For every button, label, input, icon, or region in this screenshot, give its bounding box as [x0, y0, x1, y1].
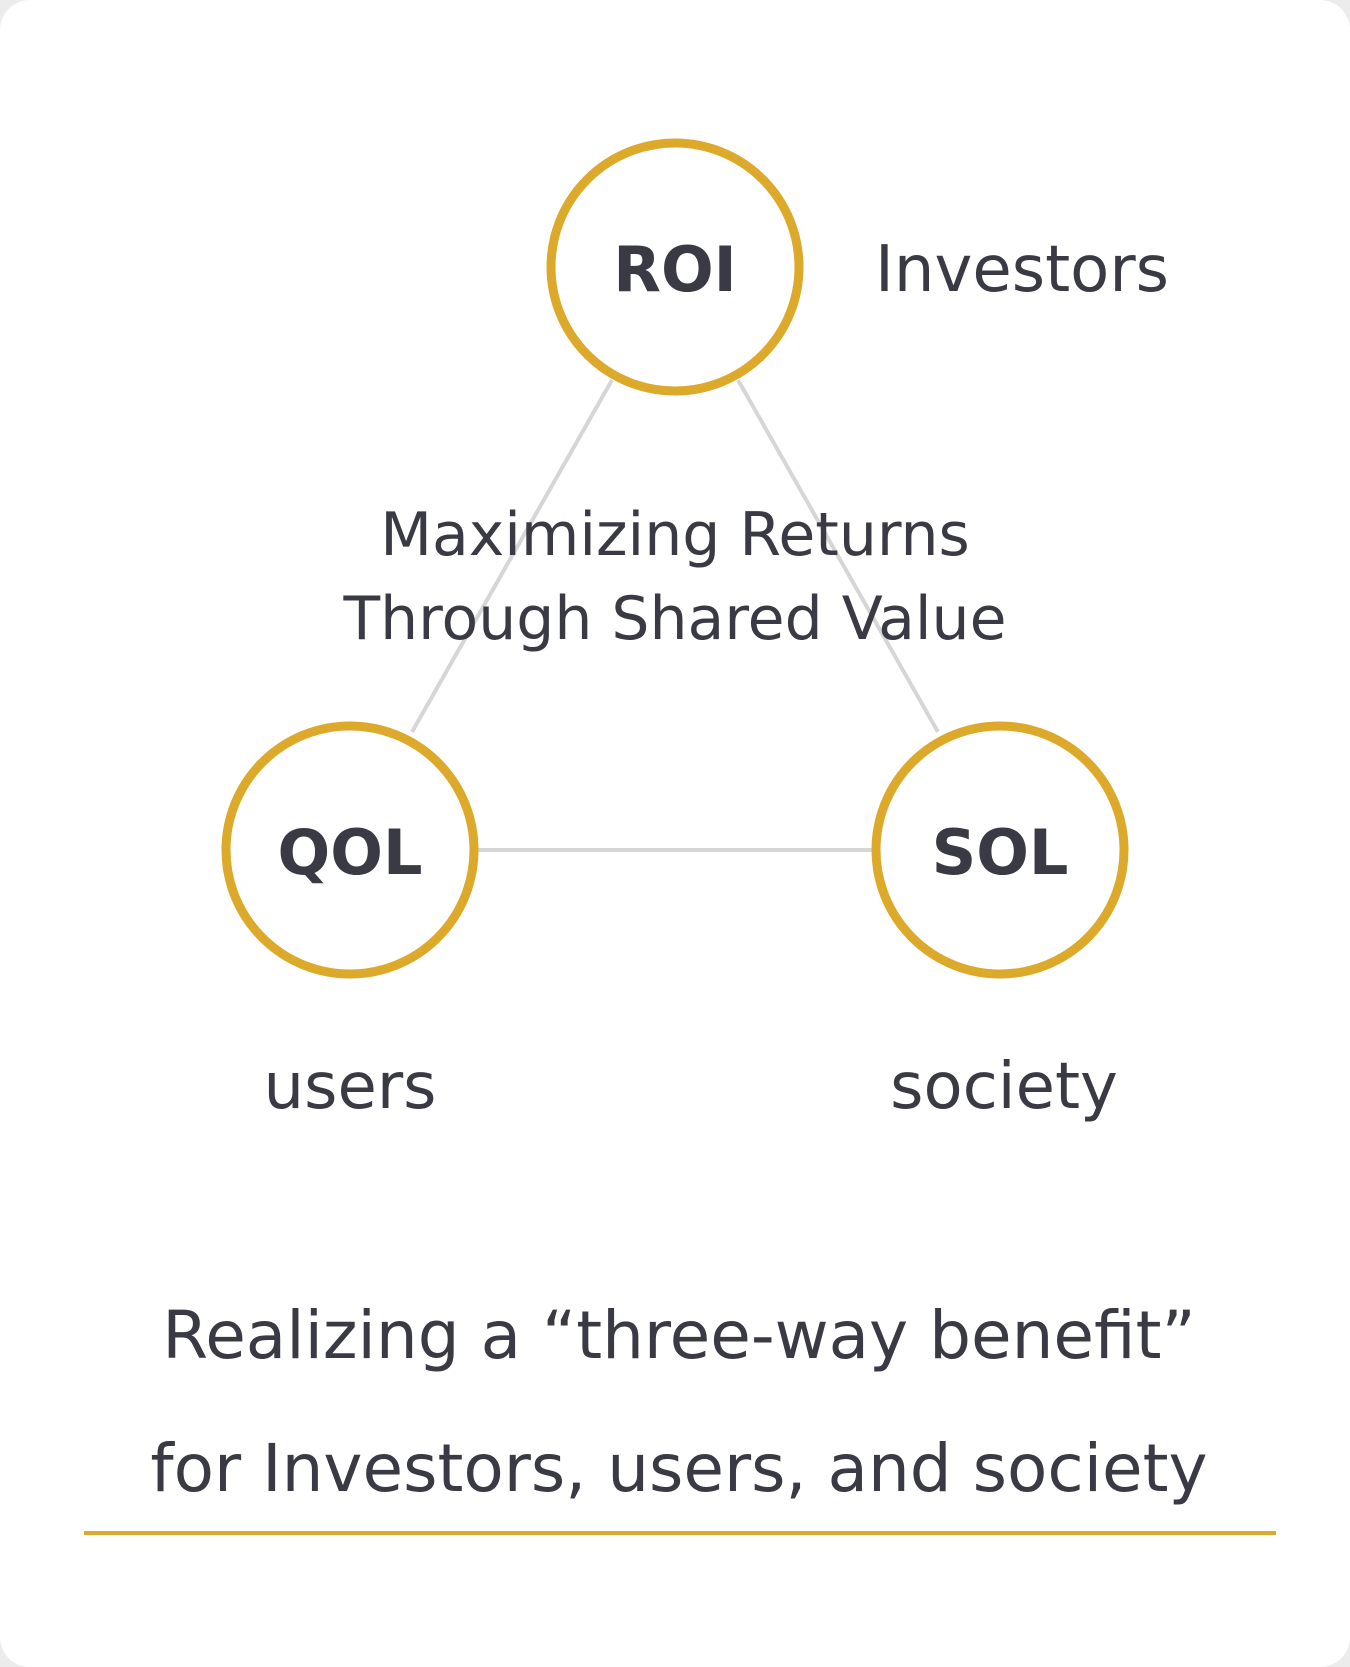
roi-node [546, 138, 804, 396]
sol-node [871, 721, 1129, 979]
qol-label: QOL [278, 816, 423, 889]
investors-label: Investors [875, 233, 1169, 307]
connector-roi-sol [736, 379, 940, 733]
society-label: society [890, 1050, 1118, 1124]
caption-line-2: for Investors, users, and society [150, 1430, 1208, 1507]
center-line-1: Maximizing Returns [380, 500, 970, 570]
users-label: users [264, 1050, 437, 1124]
roi-label: ROI [613, 233, 737, 306]
center-line-2: Through Shared Value [342, 584, 1006, 654]
caption-underline [84, 1531, 1276, 1535]
sol-label: SOL [932, 816, 1069, 889]
qol-node [221, 721, 479, 979]
connector-roi-qol [410, 379, 614, 733]
caption-line-1: Realizing a “three-way benefit” [162, 1297, 1196, 1374]
